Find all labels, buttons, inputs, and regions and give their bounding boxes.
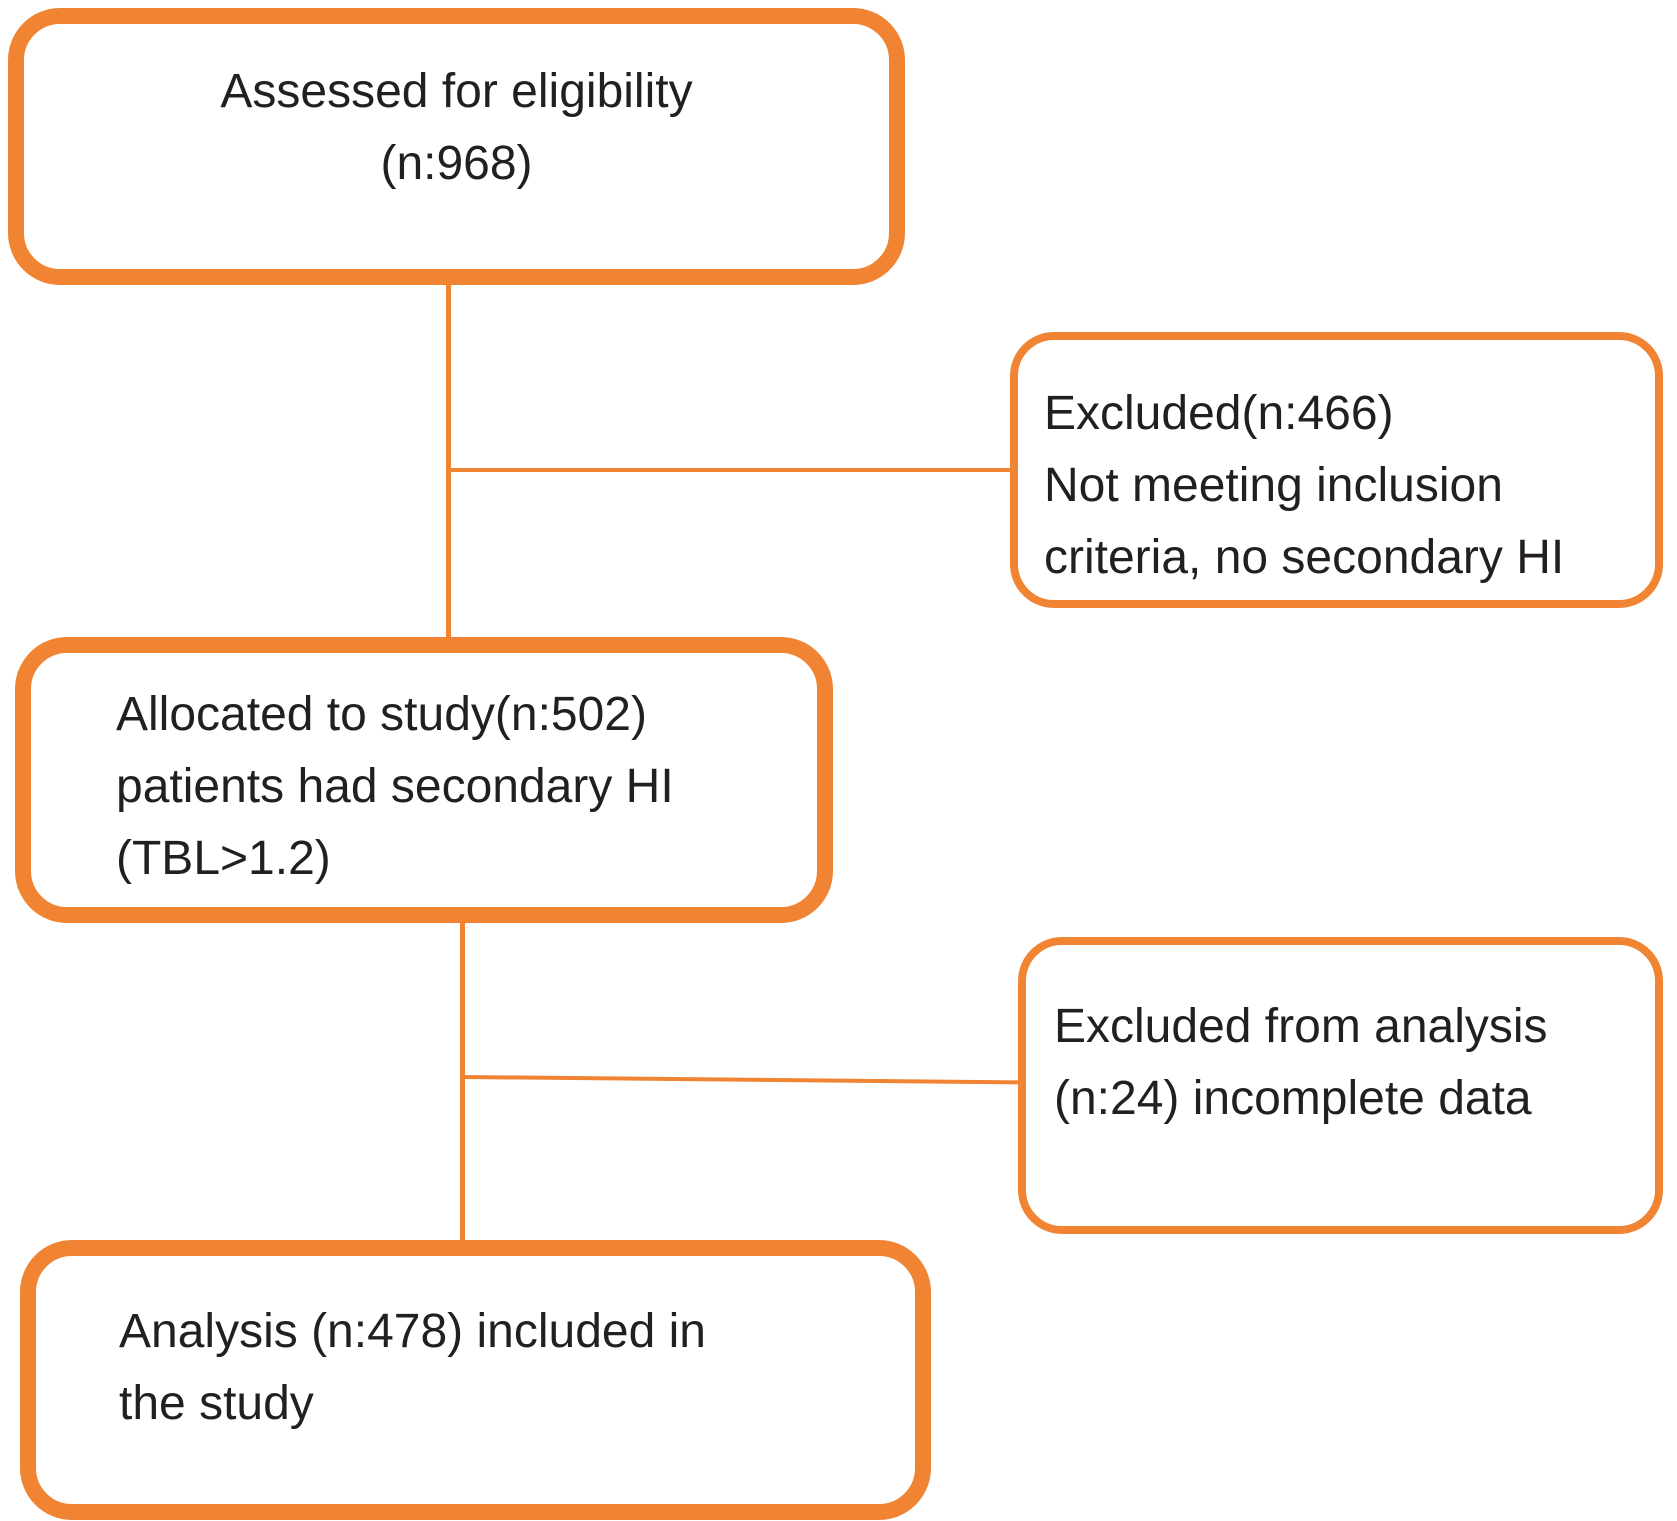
connector-branch-to-excluded-analysis [462, 1075, 1020, 1085]
node-text-line: Assessed for eligibility [220, 65, 693, 118]
node-excluded-not-meeting-inclusion: Excluded(n:466) Not meeting inclusion cr… [1010, 332, 1663, 608]
node-text-line: criteria, no secondary HI [1044, 531, 1565, 584]
node-text-line: Allocated to study(n:502) [116, 688, 647, 741]
connector-allocated-to-analysis [460, 919, 465, 1244]
node-excluded-from-analysis: Excluded from analysis (n:24) incomplete… [1018, 937, 1663, 1234]
node-text-line: Not meeting inclusion [1044, 459, 1503, 512]
node-text-line: (n:968) [380, 137, 533, 190]
node-text-line: (TBL>1.2) [116, 832, 331, 885]
node-text-line: Analysis (n:478) included in [119, 1305, 706, 1358]
node-analysis-included: Analysis (n:478) included in the study [20, 1240, 931, 1520]
node-text-line: Excluded(n:466) [1044, 387, 1394, 440]
connector-branch-to-excluded-inclusion [449, 468, 1012, 472]
node-text-line: Excluded from analysis [1054, 1000, 1548, 1053]
node-text-line: (n:24) incomplete data [1054, 1072, 1532, 1125]
node-text-line: the study [119, 1377, 314, 1430]
node-text-line: patients had secondary HI [116, 760, 674, 813]
node-allocated-to-study: Allocated to study(n:502) patients had s… [15, 637, 833, 923]
connector-assessed-to-allocated [446, 281, 451, 641]
node-assessed-for-eligibility: Assessed for eligibility (n:968) [8, 8, 905, 285]
